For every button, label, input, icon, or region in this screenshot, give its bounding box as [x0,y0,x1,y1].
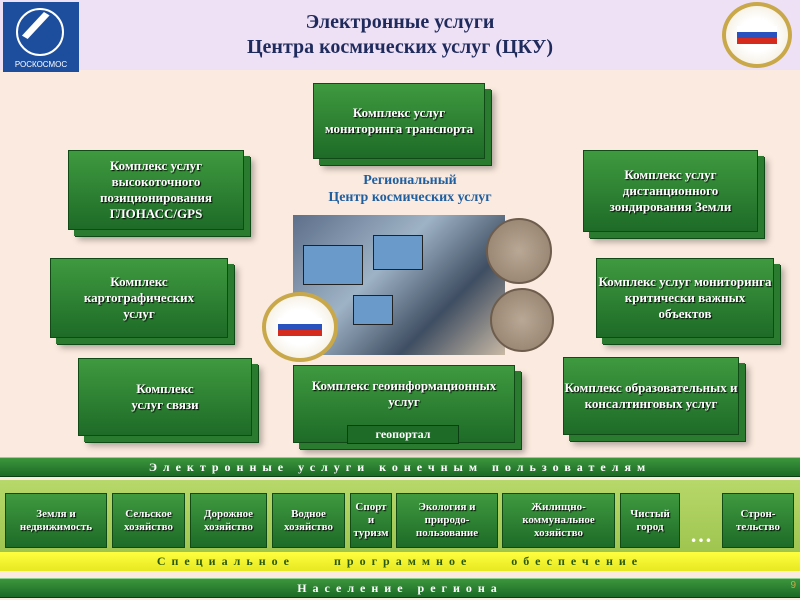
software-bar: Специальное программное обеспечение [0,552,800,571]
control-room-photo [293,215,505,355]
end-users-bar: Электронные услуги конечным пользователя… [0,457,800,477]
complex-label: Комплекс картографических услуг [83,274,195,321]
complex-label: Комплекс услуг высокоточного позициониро… [99,158,213,221]
sector-item[interactable]: Земля и недвижимость [5,493,107,548]
sector-item[interactable]: Спорт и туризм [350,493,392,548]
complex-glonass[interactable]: Комплекс услуг высокоточного позициониро… [68,150,244,230]
sector-item[interactable]: Строн-тельство [722,493,794,548]
sector-item[interactable]: Экология и природо-пользование [396,493,498,548]
sector-item[interactable]: Чистый город [620,493,680,548]
russia-emblem-icon [722,2,792,68]
complex-label: Комплекс услуг связи [131,381,199,412]
page-number: 9 [790,580,796,591]
complex-label: Комплекс геоинформационных услуг [311,378,497,409]
rocket-icon [16,8,64,56]
complex-transport[interactable]: Комплекс услуг мониторинга транспорта [313,83,485,159]
sector-item[interactable]: Жилищно-коммунальное хозяйство [502,493,615,548]
sector-item[interactable]: Дорожное хозяйство [190,493,267,548]
coin-emblem-icon [486,218,552,284]
complex-critical[interactable]: Комплекс услуг мониторинга критически ва… [596,258,774,338]
title-line-2: Центра космических услуг (ЦКУ) [247,36,553,58]
complex-label: Комплекс услуг дистанционного зондирован… [609,167,732,214]
complex-cartographic[interactable]: Комплекс картографических услуг [50,258,228,338]
center-line-2: Центр космических услуг [328,190,492,205]
header-band [0,0,800,70]
sector-item[interactable]: Водное хозяйство [272,493,345,548]
complex-education[interactable]: Комплекс образовательных и консалтинговы… [563,357,739,435]
complex-label: Комплекс услуг мониторинга транспорта [324,105,474,136]
geoportal-button[interactable]: геопортал [347,425,459,444]
russia-emblem-icon [262,292,338,362]
ellipsis: … [690,522,712,547]
population-bar: Население региона [0,578,800,598]
complex-remote-sensing[interactable]: Комплекс услуг дистанционного зондирован… [583,150,758,232]
complex-label: Комплекс услуг мониторинга критически ва… [598,274,772,321]
logo-text: РОСКОСМОС [14,60,68,69]
title-line-1: Электронные услуги [305,11,495,33]
sector-item[interactable]: Сельское хозяйство [112,493,185,548]
complex-communication[interactable]: Комплекс услуг связи [78,358,252,436]
complex-label: Комплекс образовательных и консалтинговы… [564,380,738,411]
coin-emblem-icon [490,288,554,352]
center-line-1: Региональный [363,173,457,188]
roscosmos-logo: РОСКОСМОС [3,2,79,72]
complex-geoinfo[interactable]: Комплекс геоинформационных услуг [293,365,515,443]
